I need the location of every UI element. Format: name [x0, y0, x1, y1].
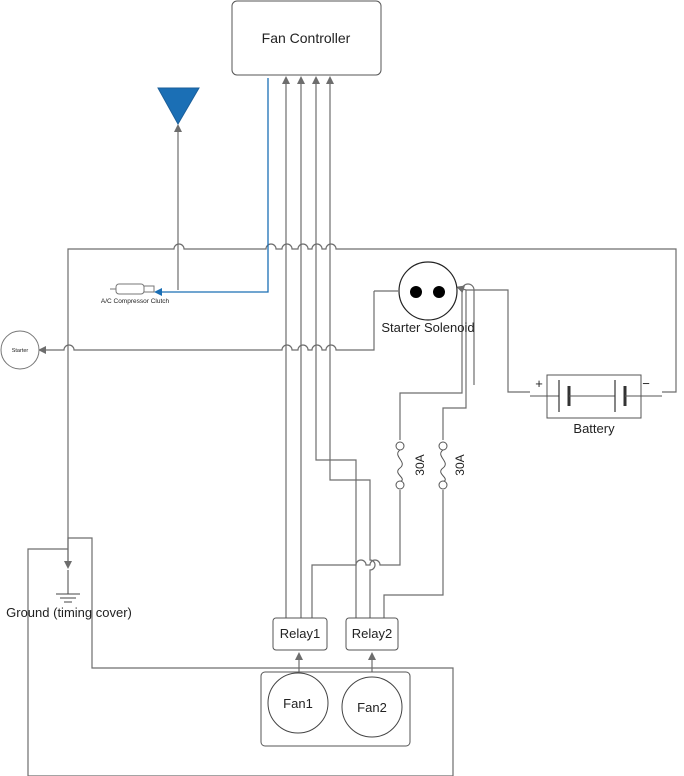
battery-positive-wire — [456, 285, 530, 393]
fan-ground-wire — [67, 537, 454, 776]
relay1-label: Relay1 — [280, 626, 320, 641]
relay2-label: Relay2 — [352, 626, 392, 641]
battery-negative-wire — [64, 243, 677, 569]
battery-minus-label: − — [642, 376, 650, 391]
fan-controller-label: Fan Controller — [262, 30, 351, 46]
starter-solenoid-circle — [398, 261, 458, 321]
chassis-ground-wire — [27, 548, 453, 776]
fan1-circle — [267, 672, 329, 734]
starter-label: Starter — [12, 348, 29, 354]
ground-label: Ground (timing cover) — [6, 605, 132, 620]
fuse-2-icon — [438, 441, 448, 490]
ac-compressor-clutch-label: A/C Compressor Clutch — [101, 298, 170, 305]
ac-signal-wire — [154, 78, 269, 296]
relay2-box — [345, 617, 399, 651]
fuse2-feed-wire — [442, 290, 467, 440]
relay2-power-wire — [383, 490, 444, 618]
starter-solenoid-label: Starter Solenoid — [381, 320, 474, 335]
fuse1-feed-wire — [399, 283, 475, 440]
fan2-label: Fan2 — [357, 700, 387, 715]
relay1-box — [272, 617, 328, 651]
fuse-1-icon — [395, 441, 405, 490]
starter-circle — [0, 330, 40, 370]
battery-label: Battery — [573, 421, 615, 436]
solenoid-terminal-1 — [410, 286, 422, 298]
antenna-triangle-icon — [157, 87, 200, 126]
battery-plus-label: + — [535, 376, 543, 391]
fan2-circle — [341, 676, 403, 738]
ground-icon — [56, 570, 80, 603]
relay2-control-wire-b — [326, 76, 376, 618]
relay2-control-wire-a — [312, 76, 357, 618]
solenoid-terminal-2 — [433, 286, 445, 298]
ac-compressor-clutch-icon — [110, 283, 155, 295]
starter-wire — [38, 291, 375, 354]
battery-icon — [530, 374, 662, 419]
fuse-1-label: 30A — [413, 454, 427, 475]
fan-controller-box — [231, 0, 382, 76]
fan1-label: Fan1 — [283, 696, 313, 711]
relay1-power-wire — [311, 490, 401, 618]
fuse-2-label: 30A — [453, 454, 467, 475]
